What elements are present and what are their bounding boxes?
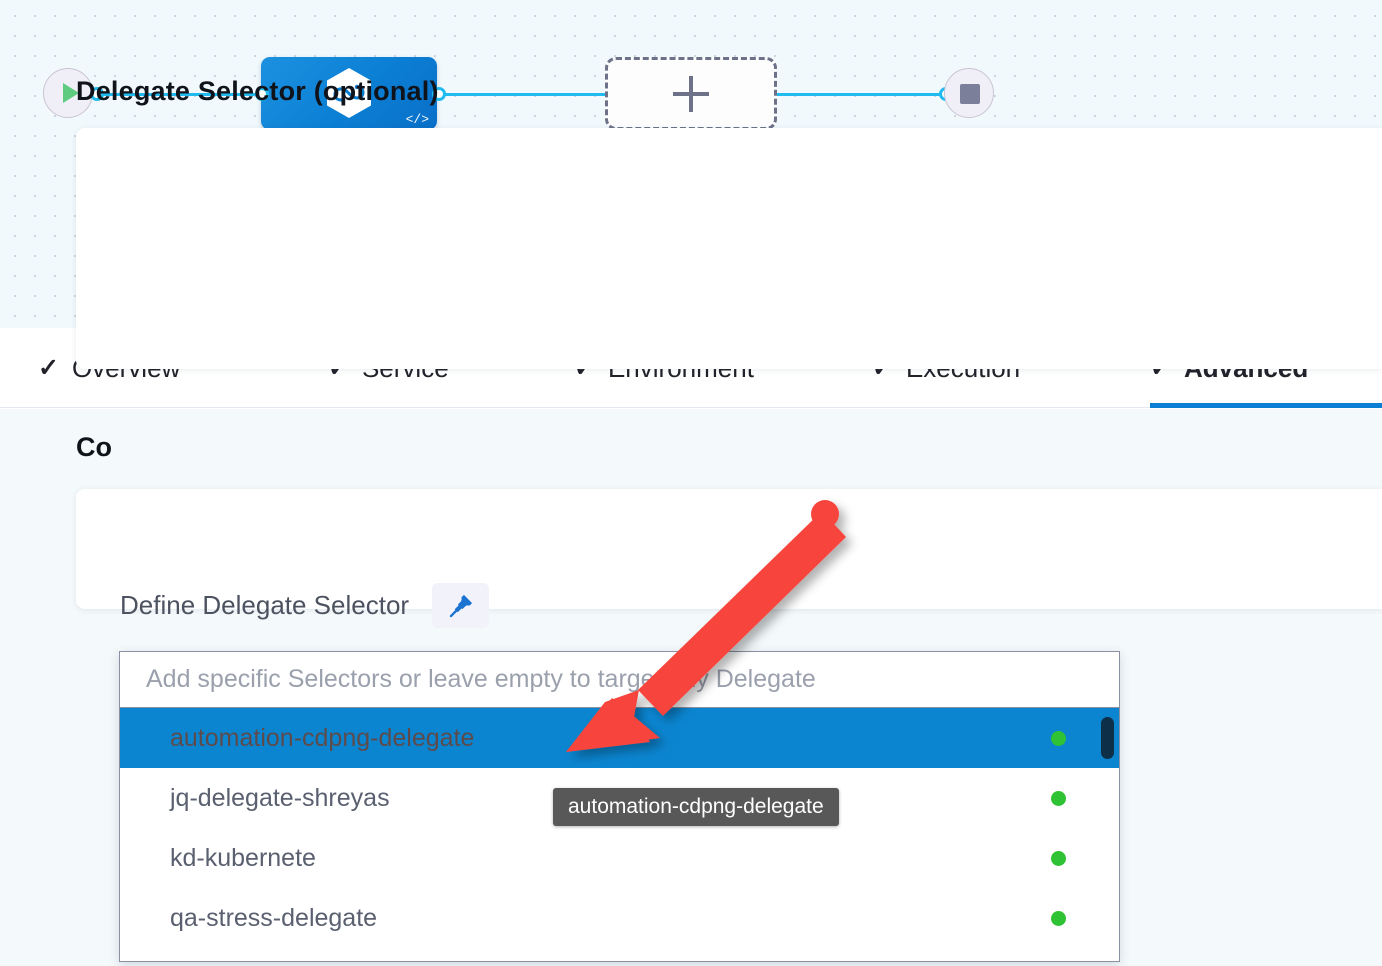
add-stage-button[interactable] (605, 57, 777, 130)
delegate-option-item[interactable]: qa-stress-delegate (120, 888, 1119, 948)
play-icon (63, 83, 79, 103)
define-delegate-selector-label: Define Delegate Selector (120, 590, 410, 620)
second-section-title: Co (76, 432, 112, 462)
plus-icon (671, 74, 711, 114)
code-badge-icon: </> (405, 112, 429, 127)
harness-hexagon-icon (327, 67, 371, 118)
dropdown-scrollbar-thumb[interactable] (1101, 717, 1114, 759)
delegate-option-item[interactable]: automation-cdpng-delegate (120, 708, 1119, 768)
pushpin-icon (449, 594, 472, 617)
delegate-option-label: automation-cdpng-delegate (170, 723, 475, 752)
delegate-option-item[interactable]: kd-kubernete (120, 828, 1119, 888)
pipeline-end-node[interactable] (944, 68, 994, 118)
pushpin-button[interactable] (432, 583, 490, 628)
status-dot-icon (1051, 790, 1066, 806)
delegate-selector-card (76, 128, 1382, 369)
status-dot-icon (1051, 850, 1066, 866)
port-stage-in[interactable] (255, 87, 269, 101)
delegate-option-list[interactable]: automation-cdpng-delegate jq-delegate-sh… (119, 707, 1120, 962)
port-start-out[interactable] (90, 87, 104, 101)
check-icon: ✓ (38, 353, 59, 382)
delegate-option-item[interactable]: jq-delegate-shreyas (120, 768, 1119, 828)
page-title: Delegate Selector (optional) (76, 76, 439, 106)
connector-line-start-to-stage (96, 93, 268, 96)
delegate-option-label: jq-delegate-shreyas (170, 783, 390, 812)
port-stage-out[interactable] (432, 87, 446, 101)
delegate-name-tooltip: automation-cdpng-delegate (553, 788, 839, 826)
delegate-option-label: kd-kubernete (170, 843, 316, 872)
stop-icon (960, 84, 980, 104)
status-dot-icon (1051, 730, 1066, 746)
stage-node-dt-tutorial[interactable]: </> (261, 57, 437, 130)
status-dot-icon (1051, 910, 1066, 926)
delegate-option-label: qa-stress-delegate (170, 903, 378, 932)
define-delegate-selector-row: Define Delegate Selector (120, 583, 490, 628)
delegate-search-input[interactable] (119, 651, 1120, 707)
